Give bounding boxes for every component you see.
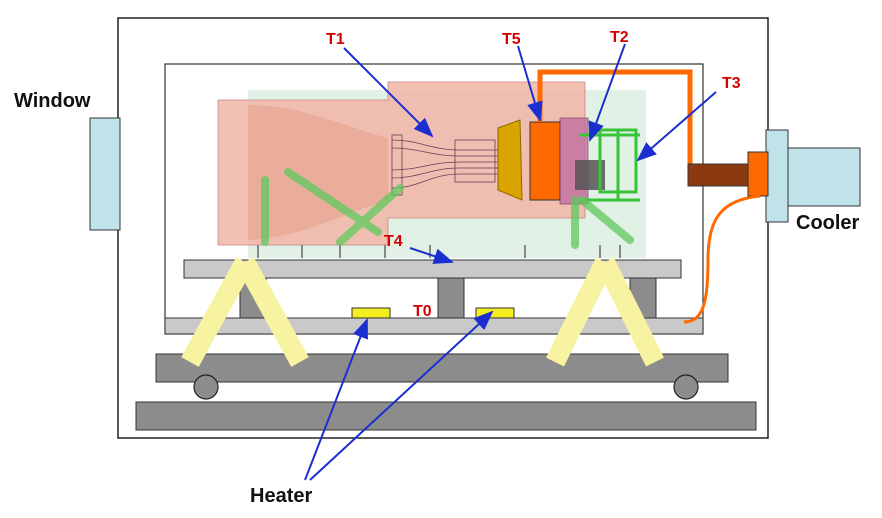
cold-finger	[687, 163, 751, 187]
t5-label: T5	[502, 31, 521, 48]
green-struts	[261, 168, 634, 249]
t0-label: T0	[413, 303, 432, 320]
cooling-return-line	[683, 194, 761, 324]
support-struts	[181, 257, 664, 367]
lower-platform	[164, 317, 704, 335]
platform-leg-center	[437, 277, 465, 319]
t5-block	[529, 121, 561, 201]
t1-label: T1	[326, 31, 345, 48]
heater-left	[351, 307, 391, 319]
test-article-nozzle	[248, 105, 388, 240]
window-label: Window	[14, 90, 91, 112]
heater-right	[475, 307, 515, 319]
cooler-flange	[765, 129, 789, 223]
injector-dome	[497, 119, 523, 201]
t2-label: T2	[610, 29, 629, 46]
cold-finger-flange	[747, 151, 769, 197]
window-port	[89, 117, 121, 231]
wheel-left	[193, 374, 219, 400]
t4-label: T4	[384, 233, 403, 250]
heater-label: Heater	[250, 485, 312, 507]
cooler-label: Cooler	[796, 212, 860, 234]
t3-label: T3	[722, 75, 741, 92]
cooler-body	[787, 147, 861, 207]
floor-base	[135, 401, 757, 431]
fixture-pegs	[257, 245, 621, 258]
callout-arrows	[304, 43, 717, 481]
wheel-right	[673, 374, 699, 400]
